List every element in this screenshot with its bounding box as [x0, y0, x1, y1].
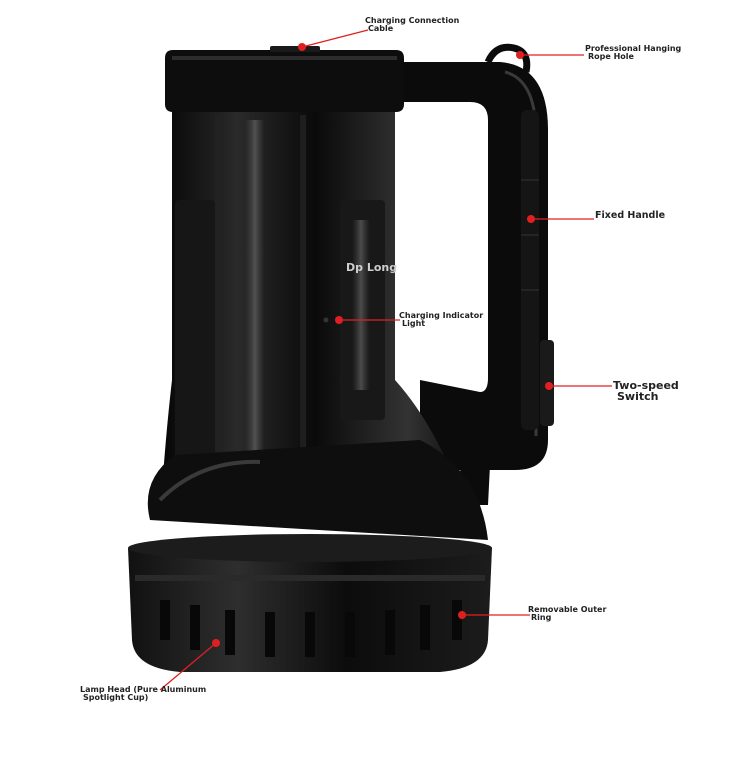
callout-fixed-handle: Fixed Handle: [595, 210, 666, 221]
body-shape: [160, 108, 470, 520]
marker-rope-hole: [516, 51, 524, 59]
marker-outer-ring: [458, 611, 466, 619]
callout-rope-hole: Professional Hanging Rope Hole: [585, 44, 682, 61]
marker-charging-indicator: [335, 316, 343, 324]
marker-charging-cable: [298, 43, 306, 51]
handle-shape: [395, 62, 548, 470]
top-cap-shape: [165, 50, 404, 112]
callout-two-speed-switch: Two-speed Switch: [613, 379, 679, 403]
brand-label: Dp Long: [346, 261, 398, 274]
marker-lamp-head: [212, 639, 220, 647]
callout-charging-cable: Charging Connection Cable: [365, 16, 460, 33]
marker-fixed-handle: [527, 215, 535, 223]
callout-charging-indicator: Charging Indicator Light: [399, 311, 484, 328]
marker-switch: [545, 382, 553, 390]
callout-lamp-head: Lamp Head (Pure Aluminum Spotlight Cup): [80, 685, 207, 702]
callout-outer-ring: Removable Outer Ring: [528, 605, 607, 622]
